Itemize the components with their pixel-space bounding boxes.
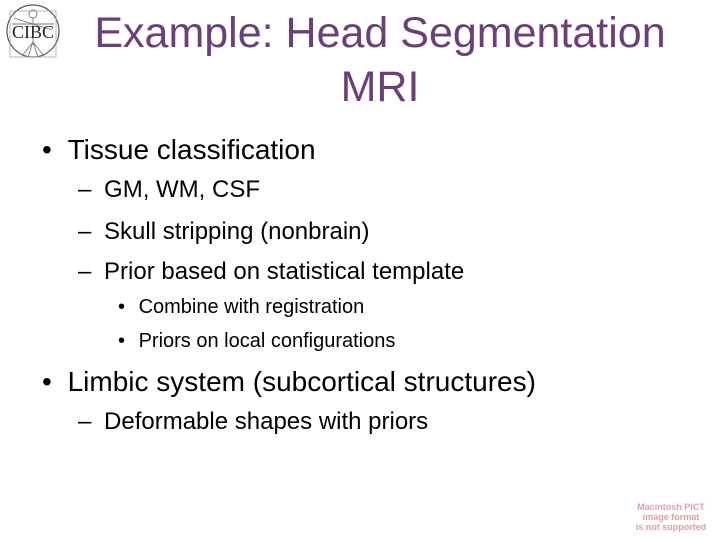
dash-marker: – — [78, 176, 92, 203]
bullet-marker: • — [42, 366, 52, 397]
sub-sub-bullet-item-1: • Combine with registration — [118, 296, 364, 319]
dash-marker: – — [78, 258, 92, 285]
bullet-item-1: • Tissue classification — [42, 134, 316, 166]
sub-bullet-item-4: – Deformable shapes with priors — [78, 408, 428, 436]
bullet-text: Combine with registration — [138, 296, 365, 318]
bullet-text: Priors on local configurations — [138, 330, 396, 352]
pict-placeholder-image: Macintosh PICT image format is not suppo… — [626, 500, 716, 534]
bullet-marker: • — [42, 134, 52, 165]
cibc-logo: CIBC — [6, 4, 60, 58]
sub-sub-bullet-item-2: • Priors on local configurations — [118, 330, 395, 353]
pict-notice-line-1: Macintosh PICT — [637, 502, 705, 512]
bullet-text: Limbic system (subcortical structures) — [67, 366, 536, 397]
sub-bullet-item-1: – GM, WM, CSF — [78, 176, 260, 204]
bullet-item-2: • Limbic system (subcortical structures) — [42, 366, 536, 398]
title-line-2: MRI — [340, 63, 420, 111]
dash-marker: – — [78, 218, 92, 245]
sub-bullet-item-3: – Prior based on statistical template — [78, 258, 464, 286]
logo-text: CIBC — [12, 22, 54, 42]
slide-title: Example: Head Segmentation MRI — [70, 6, 690, 114]
pict-notice-line-3: is not supported — [636, 522, 707, 532]
bullet-text: Deformable shapes with priors — [104, 408, 429, 435]
bullet-text: Skull stripping (nonbrain) — [104, 218, 370, 245]
bullet-marker: • — [118, 296, 126, 318]
bullet-text: Prior based on statistical template — [104, 258, 465, 285]
bullet-text: Tissue classification — [67, 134, 316, 165]
title-line-1: Example: Head Segmentation — [94, 9, 666, 57]
sub-bullet-item-2: – Skull stripping (nonbrain) — [78, 218, 370, 246]
dash-marker: – — [78, 408, 92, 435]
bullet-marker: • — [118, 330, 126, 352]
bullet-text: GM, WM, CSF — [104, 176, 261, 203]
pict-notice-line-2: image format — [643, 512, 700, 522]
